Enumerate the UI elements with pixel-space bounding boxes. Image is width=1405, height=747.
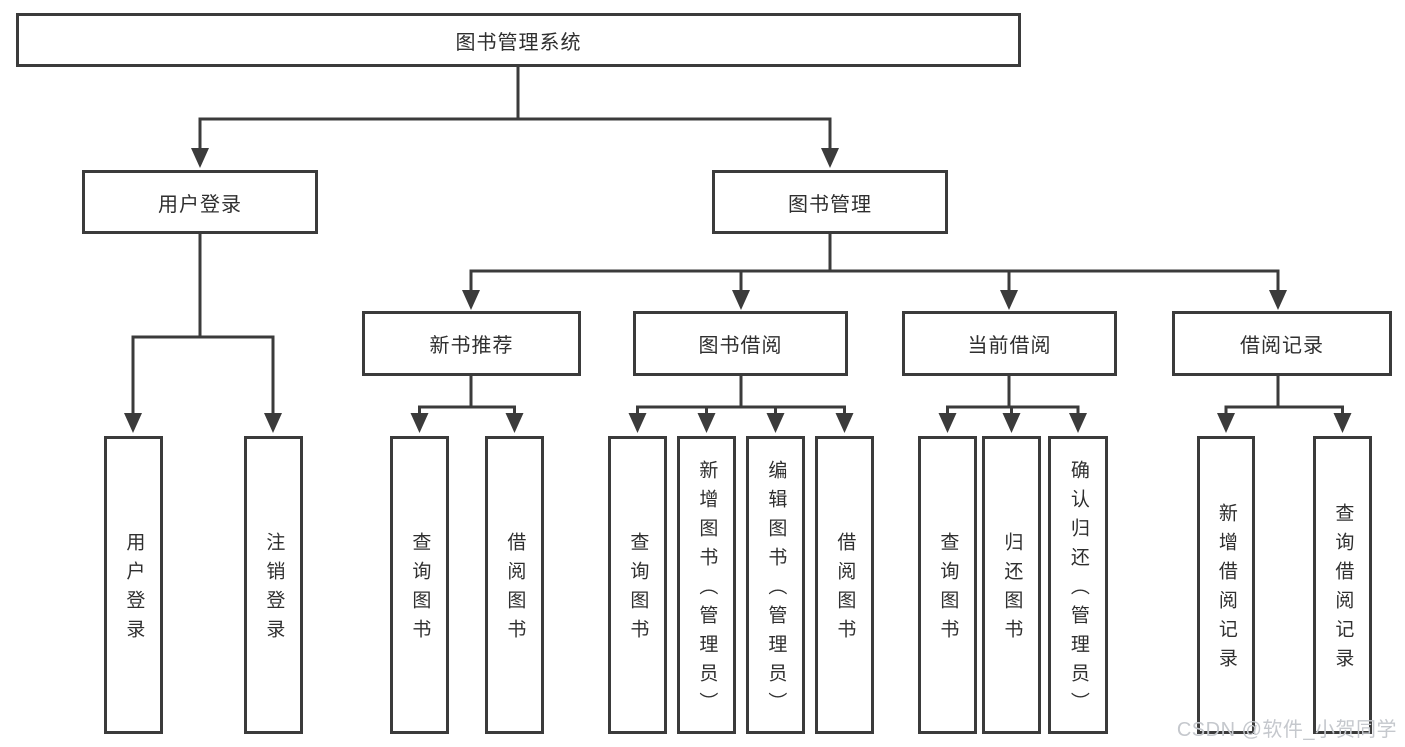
node-label: 图书借阅 <box>698 335 783 357</box>
node-label: 确认归还（管理员） <box>1067 459 1089 721</box>
node-leaf-nb-borrow-book: 借阅图书 <box>485 436 544 734</box>
node-user-login: 用户登录 <box>82 170 318 234</box>
node-leaf-bb-borrow-book: 借阅图书 <box>815 436 874 734</box>
node-leaf-bb-query-book: 查询图书 <box>608 436 667 734</box>
node-leaf-user-login: 用户登录 <box>104 436 163 734</box>
node-leaf-cb-confirm-return: 确认归还（管理员） <box>1048 436 1108 734</box>
watermark: CSDN @软件_小贺同学 <box>1176 719 1397 741</box>
node-label: 归还图书 <box>1001 532 1023 648</box>
node-label: 当前借阅 <box>967 335 1052 357</box>
node-leaf-nb-query-book: 查询图书 <box>390 436 449 734</box>
node-current-borrow: 当前借阅 <box>902 311 1117 376</box>
node-borrow-records: 借阅记录 <box>1172 311 1392 376</box>
node-label: 注销登录 <box>263 532 285 648</box>
node-label: 新书推荐 <box>429 335 514 357</box>
node-label: 查询借阅记录 <box>1332 503 1354 677</box>
node-label: 用户登录 <box>123 532 145 648</box>
node-leaf-br-add-record: 新增借阅记录 <box>1197 436 1255 734</box>
node-leaf-cb-return-book: 归还图书 <box>982 436 1041 734</box>
node-leaf-bb-edit-book: 编辑图书（管理员） <box>746 436 805 734</box>
connector-user-login-branch <box>124 234 282 433</box>
connector-book-management-branch <box>462 234 1287 310</box>
node-library-management-system: 图书管理系统 <box>16 13 1021 67</box>
node-label: 图书管理系统 <box>455 31 582 54</box>
connector-current-borrow-branch <box>938 376 1087 433</box>
node-label: 查询图书 <box>627 532 649 648</box>
node-label: 查询图书 <box>409 532 431 648</box>
node-label: 新增借阅记录 <box>1215 503 1237 677</box>
connector-new-book-recommend-branch <box>410 376 524 433</box>
node-label: 新增图书（管理员） <box>696 459 718 721</box>
node-leaf-br-query-record: 查询借阅记录 <box>1313 436 1372 734</box>
node-label: 用户登录 <box>158 193 242 216</box>
node-leaf-bb-add-book: 新增图书（管理员） <box>677 436 736 734</box>
connector-book-borrow-branch <box>628 376 854 433</box>
node-label: 借阅图书 <box>834 532 856 648</box>
connector-root-branch <box>191 67 839 168</box>
node-label: 编辑图书（管理员） <box>765 459 787 721</box>
node-label: 图书管理 <box>788 193 872 216</box>
node-label: 借阅记录 <box>1240 335 1324 357</box>
node-book-management: 图书管理 <box>712 170 948 234</box>
node-label: 借阅图书 <box>504 532 526 648</box>
node-new-book-recommend: 新书推荐 <box>362 311 581 376</box>
connector-borrow-records-branch <box>1217 376 1352 433</box>
node-label: 查询图书 <box>937 532 959 648</box>
node-book-borrow: 图书借阅 <box>633 311 848 376</box>
node-leaf-cb-query-book: 查询图书 <box>918 436 977 734</box>
node-leaf-logout: 注销登录 <box>244 436 303 734</box>
